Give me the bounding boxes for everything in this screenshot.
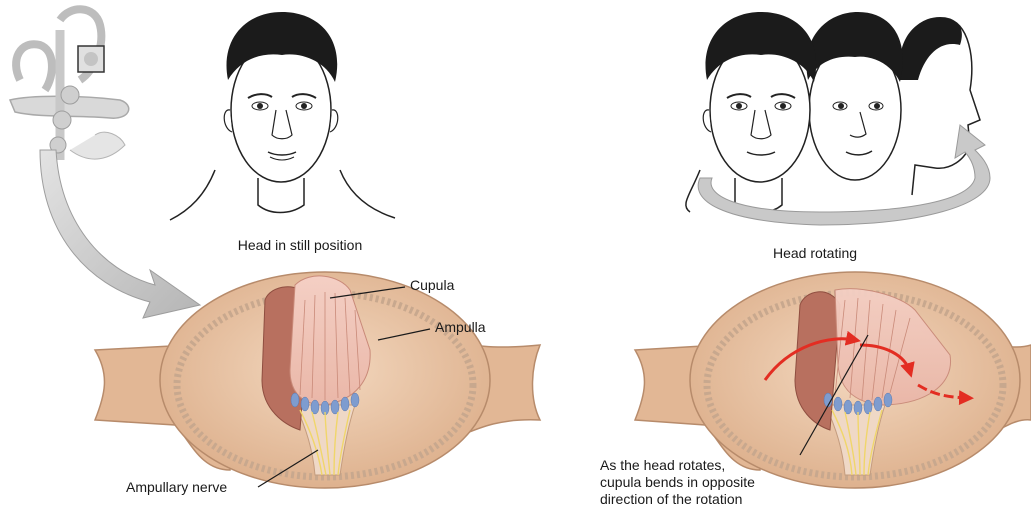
inner-ear-icon	[10, 9, 129, 160]
rotation-note-line-2: cupula bends in opposite	[600, 474, 755, 490]
rotation-note-line-1: As the head rotates,	[600, 457, 725, 473]
ampulla-rotating	[635, 272, 1031, 488]
caption-still: Head in still position	[238, 237, 363, 253]
head-rotating	[686, 12, 980, 213]
nerve-label: Ampullary nerve	[126, 479, 227, 495]
cupula-label: Cupula	[410, 277, 455, 293]
curved-arrow-icon	[40, 150, 200, 318]
caption-rotating: Head rotating	[773, 245, 857, 261]
rotation-note-line-3: direction of the rotation	[600, 491, 742, 507]
head-still	[170, 12, 395, 220]
ampulla-label: Ampulla	[435, 319, 486, 335]
